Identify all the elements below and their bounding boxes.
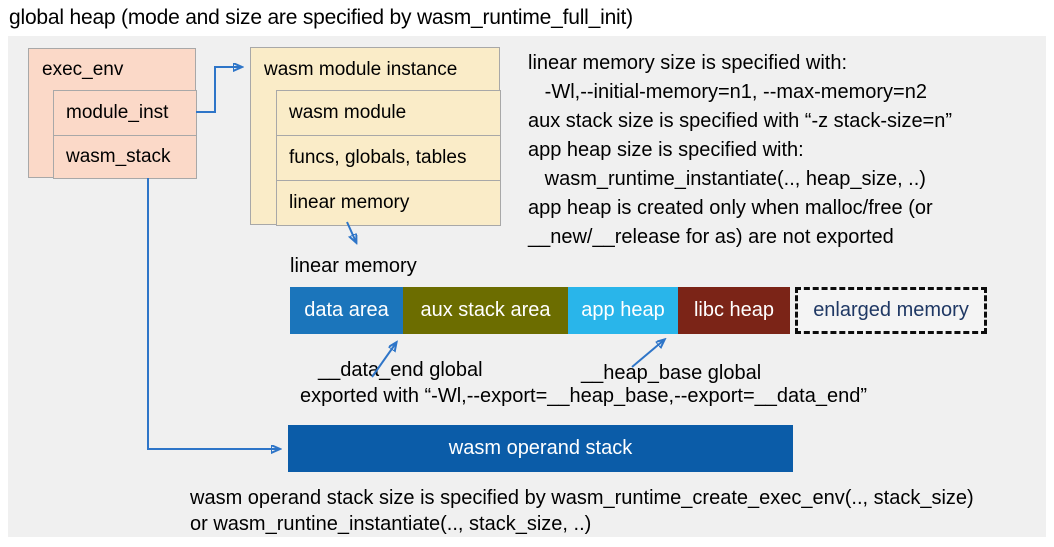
wasm-module-instance-label: wasm module instance (264, 58, 458, 80)
note-line: or wasm_runtine_instantiate(.., stack_si… (190, 513, 592, 535)
exported-with-label: exported with “-Wl,--export=__heap_base,… (300, 385, 867, 407)
enlarged-memory-box: enlarged memory (795, 287, 987, 334)
wasm-stack-field: wasm_stack (53, 135, 197, 179)
linear-memory-field: linear memory (276, 180, 501, 226)
exec-env-box: exec_env module_inst wasm_stack (28, 48, 197, 179)
linear-memory-bar: data area aux stack area app heap libc h… (290, 287, 987, 334)
module-inst-field: module_inst (53, 90, 197, 136)
note-line: app heap is created only when malloc/fre… (528, 197, 933, 219)
linear-memory-label: linear memory (290, 255, 417, 277)
libc-heap-segment: libc heap (678, 287, 790, 334)
wasm-operand-stack-bar: wasm operand stack (288, 425, 793, 472)
wasm-module-instance-box: wasm module instance wasm module funcs, … (250, 47, 501, 226)
memory-size-notes: linear memory size is specified with: -W… (528, 49, 952, 252)
diagram-title: global heap (mode and size are specified… (9, 6, 633, 29)
note-line: aux stack size is specified with “-z sta… (528, 110, 953, 132)
wasm-module-field: wasm module (276, 90, 501, 136)
note-line: __new/__release for as) are not exported (528, 226, 894, 248)
funcs-globals-tables-field: funcs, globals, tables (276, 135, 501, 181)
note-line: wasm operand stack size is specified by … (190, 487, 974, 509)
aux-stack-area-segment: aux stack area (403, 287, 568, 334)
diagram-panel: exec_env module_inst wasm_stack wasm mod… (8, 36, 1046, 537)
data-area-segment: data area (290, 287, 403, 334)
note-line: linear memory size is specified with: (528, 52, 847, 74)
app-heap-segment: app heap (568, 287, 678, 334)
operand-stack-notes: wasm operand stack size is specified by … (190, 485, 974, 537)
note-line: wasm_runtime_instantiate(.., heap_size, … (528, 168, 926, 190)
note-line: -Wl,--initial-memory=n1, --max-memory=n2 (528, 81, 927, 103)
note-line: app heap size is specified with: (528, 139, 804, 161)
exec-env-label: exec_env (42, 59, 124, 80)
data-end-global-label: __data_end global (318, 359, 483, 381)
heap-base-global-label: __heap_base global (581, 362, 762, 384)
